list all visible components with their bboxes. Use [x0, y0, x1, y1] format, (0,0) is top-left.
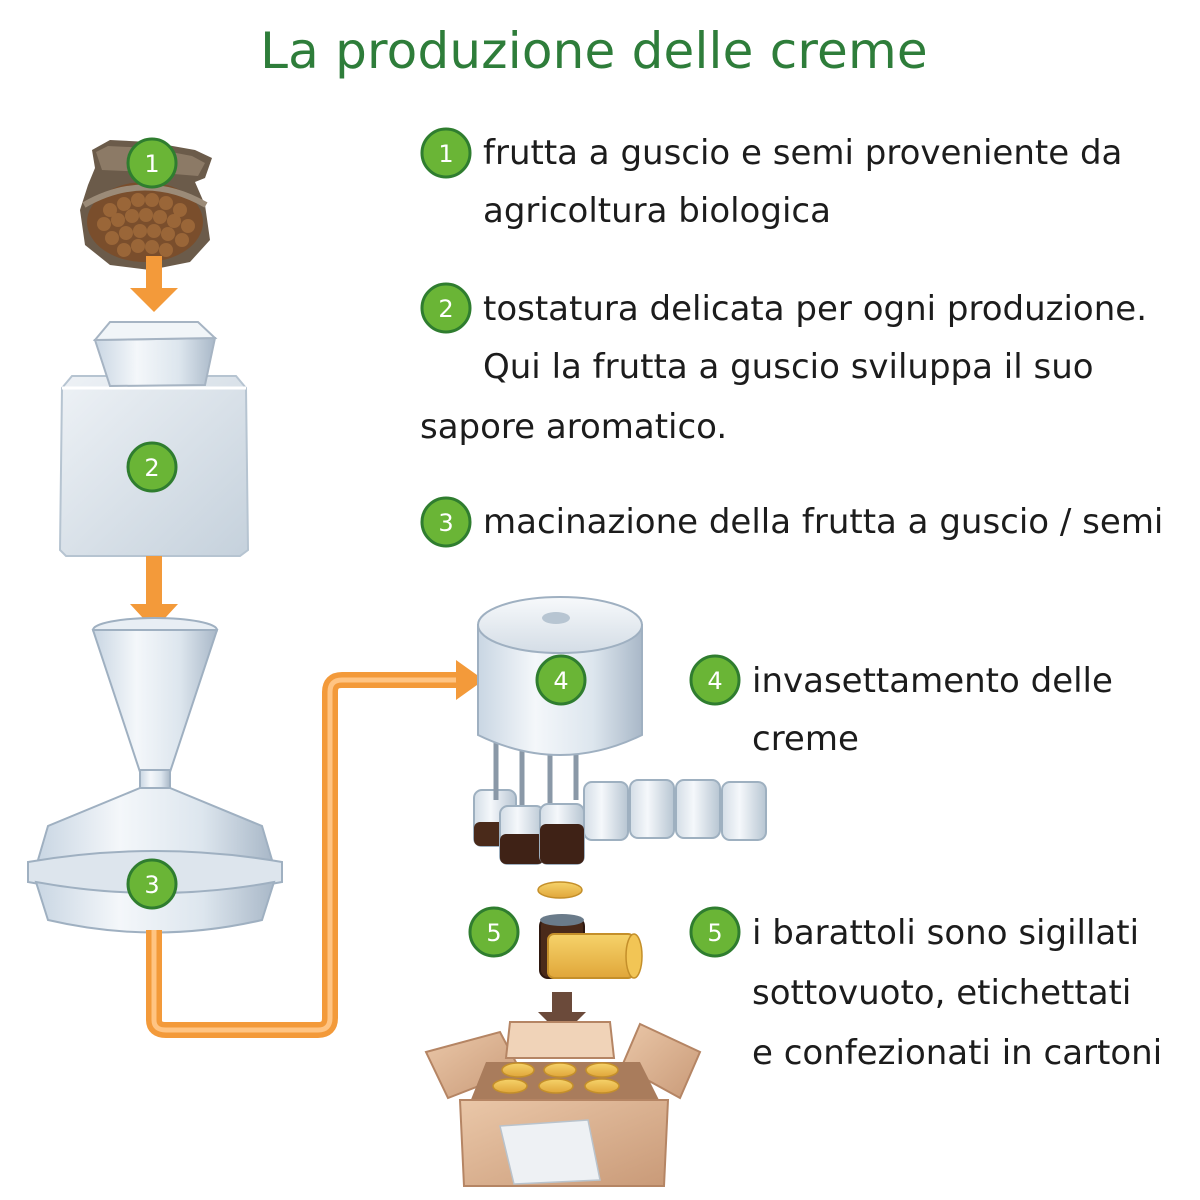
- badge-4-illustration: 4: [535, 654, 587, 706]
- step-4-line-2: creme: [752, 719, 859, 759]
- legend-badge-4: 4: [689, 654, 741, 706]
- step-5-line-2: sottovuoto, etichettati: [752, 973, 1132, 1013]
- step-4-line-1: invasettamento delle: [752, 661, 1113, 701]
- svg-text:4: 4: [707, 667, 722, 695]
- step-2-line-2: Qui la frutta a guscio sviluppa il suo: [483, 347, 1094, 387]
- svg-text:3: 3: [144, 871, 159, 899]
- flow-arrow-2-3: [130, 556, 178, 630]
- svg-text:3: 3: [438, 509, 453, 537]
- legend-badge-2: 2: [420, 282, 472, 334]
- svg-text:2: 2: [144, 454, 159, 482]
- step-5-line-3: e confezionati in cartoni: [752, 1033, 1163, 1073]
- filling-machine-illustration: [473, 596, 767, 865]
- step-1-line-1: frutta a guscio e semi proveniente da: [483, 133, 1123, 173]
- page-title: La produzione delle creme: [260, 22, 928, 80]
- step-3-line-1: macinazione della frutta a guscio / semi: [483, 502, 1164, 542]
- legend-badge-1: 1: [420, 127, 472, 179]
- svg-text:2: 2: [438, 295, 453, 323]
- svg-text:4: 4: [553, 667, 568, 695]
- step-2-line-3: sapore aromatico.: [420, 407, 728, 447]
- legend-badge-3: 3: [420, 496, 472, 548]
- svg-text:5: 5: [486, 919, 501, 947]
- badge-2-illustration: 2: [126, 441, 178, 493]
- svg-text:1: 1: [438, 140, 453, 168]
- badge-5-illustration: 5: [468, 906, 520, 958]
- step-2-line-1: tostatura delicata per ogni produzione.: [483, 289, 1147, 329]
- step-5-line-1: i barattoli sono sigillati: [752, 913, 1140, 953]
- flow-arrow-seal-box: [538, 992, 586, 1036]
- sealing-illustration: [537, 881, 643, 979]
- badge-3-illustration: 3: [126, 858, 178, 910]
- svg-text:1: 1: [144, 150, 159, 178]
- cardboard-box-illustration: [424, 1021, 702, 1187]
- flow-arrow-pipe-head: [456, 660, 484, 700]
- flow-arrow-1-2: [130, 256, 178, 312]
- roaster-illustration: [58, 321, 250, 557]
- legend-badge-5: 5: [689, 906, 741, 958]
- svg-text:5: 5: [707, 919, 722, 947]
- badge-1-illustration: 1: [126, 137, 178, 189]
- step-1-line-2: agricoltura biologica: [483, 191, 831, 231]
